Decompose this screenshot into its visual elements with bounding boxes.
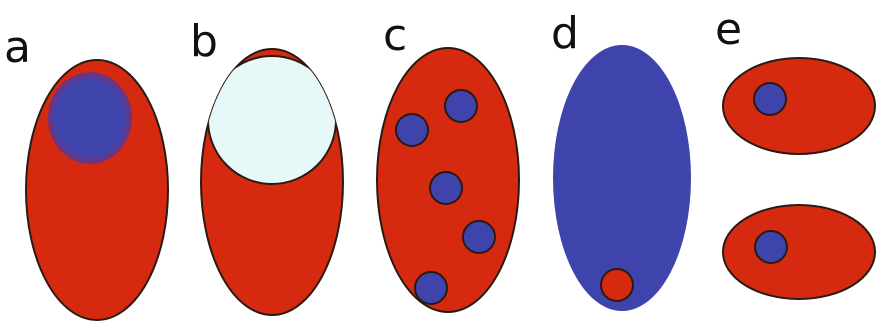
cell-e-top bbox=[723, 58, 875, 154]
panel-label-d: d bbox=[551, 8, 579, 59]
panel-e: e bbox=[715, 4, 875, 299]
nucleus-e-bottom bbox=[755, 231, 787, 263]
cell-e-bottom bbox=[723, 205, 875, 299]
panel-label-e: e bbox=[715, 4, 742, 55]
panel-a: a bbox=[4, 22, 168, 320]
panel-d: d bbox=[551, 8, 691, 311]
panel-c: c bbox=[377, 10, 519, 312]
nucleus-c-1 bbox=[445, 90, 477, 122]
vacuole-b bbox=[208, 56, 336, 184]
nucleus-c-5 bbox=[415, 272, 447, 304]
nucleus-c-4 bbox=[463, 221, 495, 253]
nucleus-e-top bbox=[754, 83, 786, 115]
panel-label-b: b bbox=[190, 16, 218, 67]
nucleus-c-3 bbox=[430, 172, 462, 204]
inclusion-d bbox=[601, 269, 633, 301]
panel-label-a: a bbox=[4, 22, 31, 73]
panel-b: b bbox=[190, 16, 343, 315]
nucleus-c-2 bbox=[396, 114, 428, 146]
panel-label-c: c bbox=[383, 10, 407, 61]
nucleus-a bbox=[48, 72, 132, 164]
